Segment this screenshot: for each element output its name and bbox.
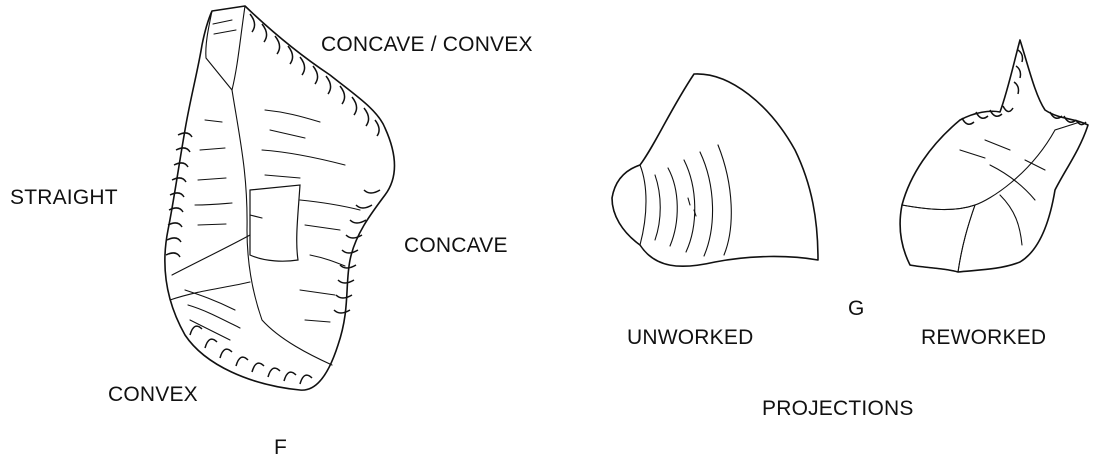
scraper-lower-facet: [170, 235, 250, 300]
scraper-f-drawing: [165, 6, 395, 390]
label-figure-f: F: [274, 436, 287, 460]
label-convex: CONVEX: [108, 383, 198, 407]
label-projections: PROJECTIONS: [762, 397, 914, 421]
scraper-platform-facet: [206, 6, 245, 90]
label-unworked: UNWORKED: [627, 326, 753, 350]
label-concave-convex: CONCAVE / CONVEX: [321, 33, 533, 57]
reworked-scar-lines: [960, 140, 1045, 245]
scraper-outline: [165, 6, 395, 390]
scraper-cortex: [250, 185, 300, 261]
label-concave: CONCAVE: [404, 234, 508, 258]
scraper-scar-lines: [185, 20, 360, 340]
scraper-ridge: [232, 90, 332, 365]
reworked-flake-drawing: [900, 40, 1088, 272]
label-figure-g: G: [848, 297, 865, 321]
unworked-cortex: [612, 165, 646, 245]
reworked-outline: [900, 40, 1088, 272]
reworked-ridge-2: [958, 205, 975, 272]
label-straight: STRAIGHT: [10, 186, 118, 210]
scraper-retouch-bottom: [190, 326, 312, 384]
unworked-ripples: [655, 145, 731, 256]
reworked-cortex: [900, 205, 975, 272]
scraper-retouch-left: [166, 133, 192, 257]
scraper-retouch-right: [334, 190, 380, 313]
unworked-flake-drawing: [612, 74, 818, 266]
reworked-retouch: [962, 50, 1086, 125]
unworked-outline: [612, 74, 818, 266]
label-reworked: REWORKED: [921, 326, 1046, 350]
